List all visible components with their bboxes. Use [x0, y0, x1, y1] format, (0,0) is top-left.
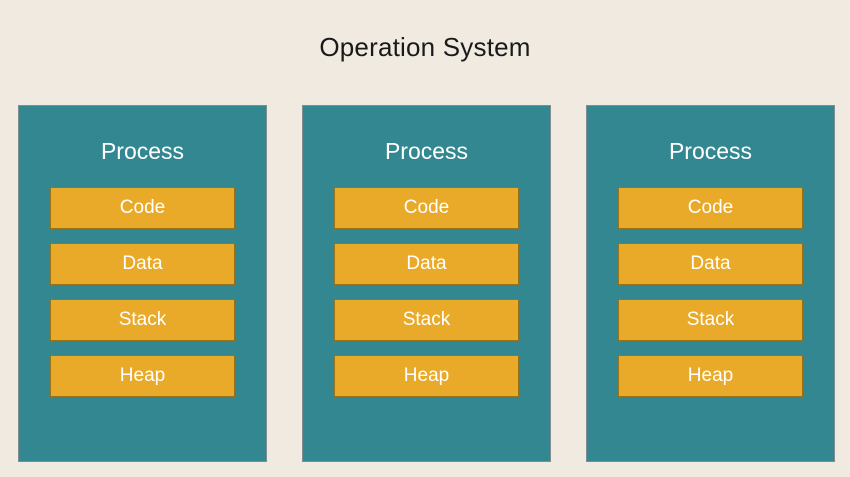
segment-stack: Stack: [618, 299, 803, 341]
segment-heap: Heap: [50, 355, 235, 397]
segment-label: Code: [403, 197, 450, 218]
segment-label: Heap: [687, 365, 734, 386]
segment-data: Data: [334, 243, 519, 285]
segment-label: Data: [406, 253, 447, 274]
segment-code: Code: [618, 187, 803, 229]
process-title: Process: [668, 138, 753, 164]
process-box-2: Process Code Data Stack Heap: [302, 105, 551, 462]
segment-code: Code: [50, 187, 235, 229]
segment-heap: Heap: [334, 355, 519, 397]
process-box-3: Process Code Data Stack Heap: [586, 105, 835, 462]
segment-data: Data: [50, 243, 235, 285]
segment-label: Stack: [686, 309, 735, 330]
segment-stack: Stack: [334, 299, 519, 341]
segment-label: Heap: [119, 365, 166, 386]
process-segment-list: Code Data Stack Heap: [618, 187, 803, 397]
process-segment-list: Code Data Stack Heap: [334, 187, 519, 397]
segment-label: Data: [690, 253, 731, 274]
segment-heap: Heap: [618, 355, 803, 397]
segment-label: Data: [122, 253, 163, 274]
process-box-1: Process Code Data Stack Heap: [18, 105, 267, 462]
segment-label: Stack: [402, 309, 451, 330]
segment-label: Stack: [118, 309, 167, 330]
segment-data: Data: [618, 243, 803, 285]
segment-code: Code: [334, 187, 519, 229]
process-segment-list: Code Data Stack Heap: [50, 187, 235, 397]
segment-label: Code: [687, 197, 734, 218]
segment-label: Code: [119, 197, 166, 218]
process-title: Process: [384, 138, 469, 164]
process-title: Process: [100, 138, 185, 164]
segment-label: Heap: [403, 365, 450, 386]
segment-stack: Stack: [50, 299, 235, 341]
page-title: Operation System: [319, 32, 531, 62]
